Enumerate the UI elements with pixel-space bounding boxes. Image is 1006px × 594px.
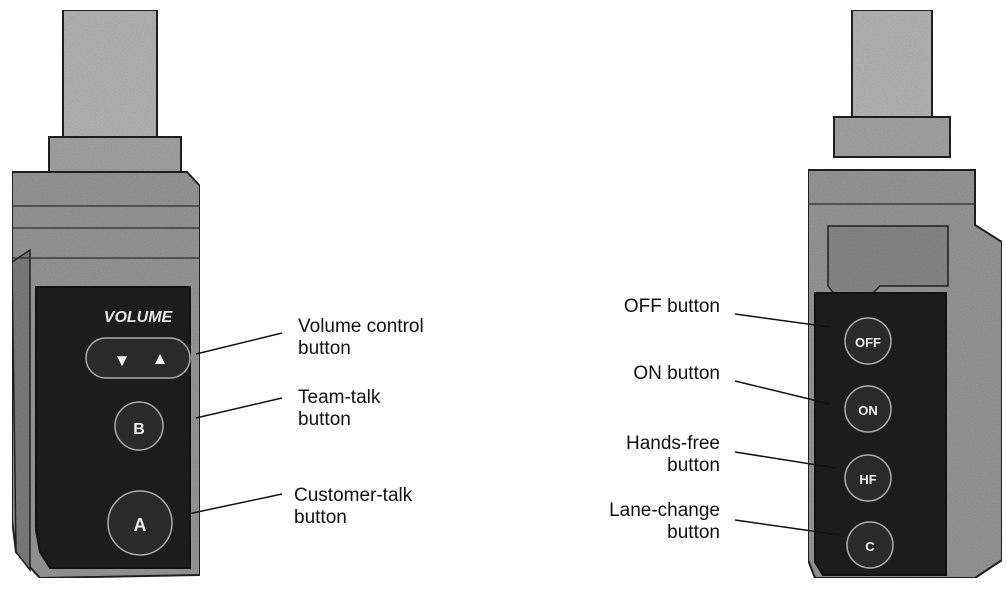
team-talk-button-label: B — [133, 421, 145, 438]
on-button-callout: ON button — [633, 363, 720, 384]
leader-line-hands-free — [734, 451, 837, 469]
lane-change-callout: Lane-change button — [609, 500, 720, 543]
on-button-label: ON — [858, 403, 878, 418]
right-control-panel — [814, 292, 947, 576]
leader-line-off — [734, 313, 831, 328]
left-headset-unit: VOLUME ▼ ▲ B A — [11, 9, 283, 580]
volume-control-button[interactable] — [85, 337, 191, 379]
on-button[interactable] — [844, 385, 892, 433]
volume-label: VOLUME — [104, 309, 174, 326]
left-side-strip — [11, 248, 31, 573]
customer-talk-button[interactable] — [107, 490, 173, 556]
volume-control-callout: Volume control button — [298, 316, 424, 359]
leader-line-lane-change — [734, 519, 841, 536]
off-button[interactable] — [844, 317, 892, 365]
hands-free-button[interactable] — [844, 454, 892, 502]
lane-change-button-label: C — [865, 539, 875, 554]
leader-line-team-talk — [195, 397, 283, 419]
left-stem — [62, 9, 158, 144]
lane-change-button[interactable] — [846, 521, 894, 569]
team-talk-button[interactable] — [114, 401, 164, 451]
team-talk-callout: Team-talk button — [298, 387, 381, 430]
customer-talk-button-label: A — [134, 515, 147, 535]
hands-free-button-label: HF — [859, 472, 876, 487]
right-headset-unit: OFF ON HF C — [734, 9, 1003, 579]
off-button-label: OFF — [855, 335, 881, 350]
left-collar — [48, 136, 182, 174]
leader-line-customer-talk — [187, 493, 283, 515]
right-latch — [827, 225, 949, 297]
volume-up-icon[interactable]: ▲ — [152, 349, 169, 368]
leader-line-volume — [195, 332, 283, 355]
right-stem — [851, 9, 933, 123]
volume-down-icon[interactable]: ▼ — [114, 351, 131, 370]
off-button-callout: OFF button — [623, 296, 720, 317]
leader-line-on — [734, 380, 831, 405]
hands-free-callout: Hands-free button — [626, 433, 720, 476]
right-collar — [833, 116, 951, 158]
customer-talk-callout: Customer-talk button — [294, 485, 413, 528]
